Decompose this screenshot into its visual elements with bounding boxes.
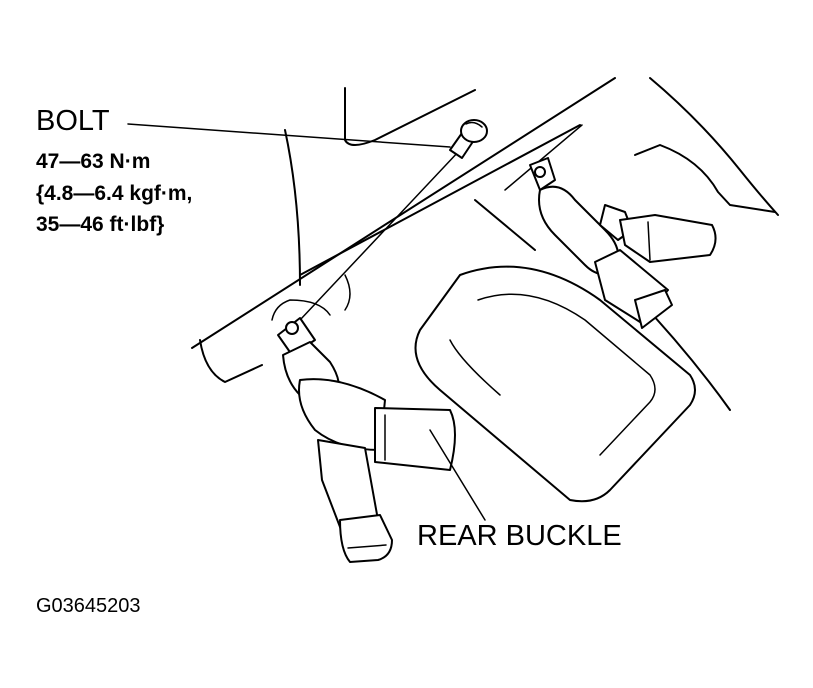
right-buckle-assembly — [504, 124, 717, 329]
bolt-leader — [127, 123, 461, 321]
figure-id: G03645203 — [36, 595, 141, 617]
torque-kgf-label: {4.8—6.4 kgf·m, — [36, 182, 193, 205]
rear-buckle-leader — [429, 429, 486, 521]
torque-ftlbf-label: 35—46 ft·lbf} — [36, 213, 165, 236]
rear-buckle-assembly — [277, 317, 456, 563]
floor-panel — [414, 265, 696, 503]
bolt-icon — [449, 119, 488, 159]
torque-nm-label: 47—63 N·m — [36, 150, 151, 173]
bolt-label: BOLT — [36, 105, 110, 137]
rear-buckle-label: REAR BUCKLE — [417, 520, 622, 552]
